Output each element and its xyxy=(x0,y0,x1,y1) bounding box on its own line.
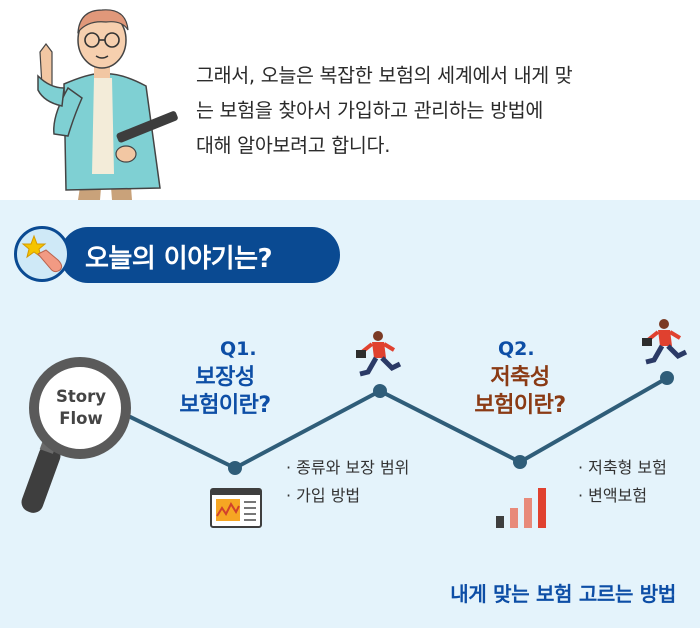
section-title-pill xyxy=(60,227,340,283)
person-pointing-icon xyxy=(37,9,178,200)
q2-bullet-2: · 변액보험 xyxy=(578,486,648,505)
q2-label: Q2. xyxy=(498,338,535,360)
footer-title: 내게 맞는 보험 고르는 방법 xyxy=(450,582,676,606)
story-flow-line xyxy=(119,371,674,475)
section-title: 오늘의 이야기는? xyxy=(85,244,273,274)
q1-label: Q1. xyxy=(220,338,257,360)
monitor-chart-icon xyxy=(210,488,262,528)
runner-icon xyxy=(642,319,688,365)
magnifier-icon xyxy=(21,357,131,513)
q2-bullet-1: · 저축형 보험 xyxy=(578,458,667,477)
q1-bullet-2: · 가입 방법 xyxy=(286,486,361,505)
bar-chart-icon xyxy=(496,488,546,528)
star-finger-icon xyxy=(21,234,63,273)
runner-icon xyxy=(356,331,402,377)
q1-bullet-1: · 종류와 보장 범위 xyxy=(286,458,410,477)
